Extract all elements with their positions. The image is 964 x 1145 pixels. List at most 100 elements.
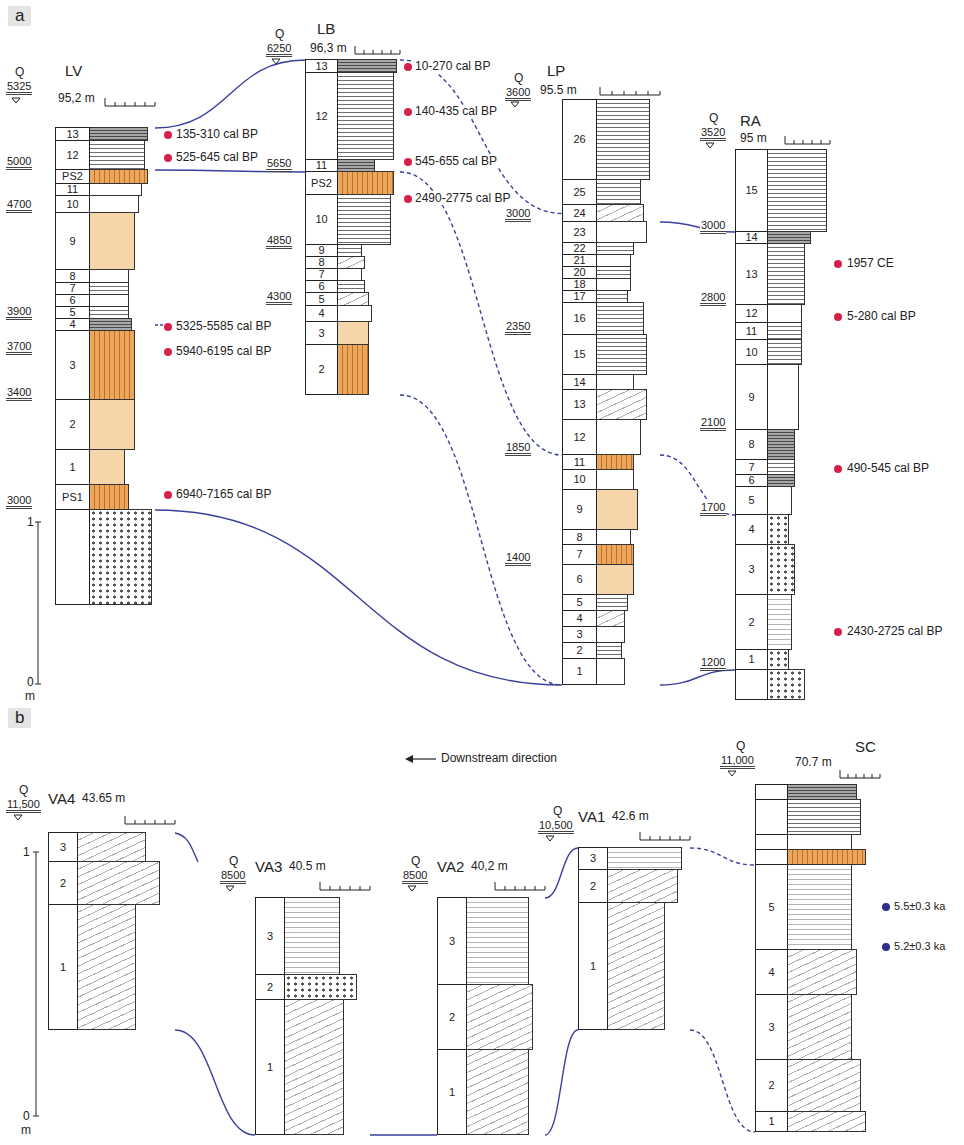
unit-bed: 2: [562, 643, 660, 659]
unit-cell: 25: [562, 179, 597, 205]
unit-bed: 10: [305, 195, 400, 245]
unit-number: 4: [318, 308, 324, 319]
correlation-line: [370, 1134, 437, 1135]
section-name: RA: [740, 112, 761, 129]
unit-bed: 2: [755, 1060, 880, 1112]
lithology-bed: [767, 459, 795, 475]
unit-bed: 3: [562, 627, 660, 643]
sample-dot: [164, 491, 172, 499]
lithology-bed: [755, 835, 880, 850]
elevation: 43.65 m: [82, 792, 125, 806]
scale-bar: [33, 852, 39, 1116]
unit-bed: PS1: [55, 485, 155, 510]
lithology-bed: [607, 902, 665, 1030]
unit-cell: 2: [55, 399, 90, 450]
lithology-bed: [787, 949, 857, 995]
grain-size-ruler: [125, 816, 175, 824]
unit-number: 9: [318, 245, 324, 256]
sample-dot: [404, 63, 412, 71]
scale-label: m: [20, 1124, 32, 1137]
unit-number: 10: [315, 214, 327, 225]
lithology-bed: [767, 544, 795, 595]
unit-bed: 3: [578, 848, 690, 870]
correlation-line: [155, 510, 562, 685]
lithology-bed: [755, 850, 880, 865]
discharge-symbol: Q: [735, 740, 746, 753]
unit-cell: 3: [255, 897, 285, 975]
lithology-bed: [787, 994, 852, 1060]
discharge-value: 1400: [505, 551, 531, 566]
lithology-bed: [596, 99, 650, 180]
unit-number: 16: [573, 313, 585, 324]
unit-number: 2: [590, 881, 596, 892]
lithology-bed: [284, 999, 344, 1135]
unit-number: 8: [576, 532, 582, 543]
unit-bed: 4: [755, 950, 880, 995]
lithology-bed: [89, 169, 148, 184]
unit-bed: 12: [55, 141, 155, 170]
unit-number: 9: [69, 236, 75, 247]
discharge-value: 5000: [6, 155, 32, 170]
unit-number: 21: [573, 255, 585, 266]
lithology-bed: [767, 429, 795, 460]
discharge-value: 5325: [6, 80, 32, 95]
unit-number: 17: [573, 291, 585, 302]
unit-number: 2: [318, 364, 324, 375]
discharge-value: 3000: [6, 494, 32, 509]
unit-cell: 10: [305, 194, 338, 245]
unit-number: 12: [745, 308, 757, 319]
unit-cell: 10: [735, 339, 768, 365]
unit-number: PS2: [62, 171, 83, 182]
unit-number: 11: [67, 184, 78, 195]
unit-cell: 13: [305, 59, 338, 73]
unit-cell: 4: [735, 514, 768, 545]
unit-cell: 9: [55, 212, 90, 270]
panel-letter: a: [8, 6, 31, 26]
unit-number: 13: [66, 129, 78, 140]
lithology-bed: [89, 330, 135, 400]
unit-number: 2: [267, 982, 273, 993]
section-log: VA443.65 m321: [48, 790, 175, 1030]
lithology-bed: [767, 322, 802, 340]
discharge-value: 8500: [220, 869, 246, 884]
unit-number: 1: [449, 1087, 455, 1098]
discharge-value: 1200: [700, 656, 726, 671]
unit-number: 1: [590, 961, 596, 972]
correlation-line: [545, 1030, 578, 1135]
age-label: 5.2±0.3 ka: [893, 940, 946, 953]
direction-label: Downstream direction: [440, 752, 558, 765]
correlation-line: [660, 670, 735, 685]
unit-cell: [755, 799, 788, 835]
unit-cell: 9: [562, 489, 597, 530]
unit-cell: 14: [562, 374, 597, 390]
lithology-bed: [755, 800, 880, 835]
unit-number: 3: [590, 853, 596, 864]
lithology-bed: [337, 305, 372, 322]
lithology-bed: [284, 974, 357, 1000]
lithology-bed: [787, 834, 852, 850]
discharge-value: 3400: [6, 386, 32, 401]
age-label: 2430-2725 cal BP: [846, 625, 943, 638]
correlation-line: [690, 848, 755, 865]
unit-bed: 9: [55, 213, 155, 270]
correlation-line: [175, 1030, 255, 1135]
unit-number: 23: [573, 227, 585, 238]
unit-cell: 12: [55, 140, 90, 170]
unit-cell: 15: [735, 149, 768, 232]
lithology-bed: [466, 1049, 529, 1135]
sample-dot: [834, 260, 842, 268]
sample-dot: [404, 158, 412, 166]
lithology-bed: [596, 489, 638, 530]
grain-size-ruler: [105, 98, 155, 106]
lithology-bed: [89, 269, 129, 283]
unit-cell: 5: [305, 292, 338, 306]
unit-number: 12: [66, 150, 78, 161]
unit-bed: 13: [562, 390, 660, 420]
unit-number: 3: [576, 629, 582, 640]
unit-cell: 1: [437, 1049, 467, 1135]
unit-cell: 3: [578, 847, 608, 870]
lithology-bed: [55, 510, 155, 605]
unit-bed: 2: [255, 975, 370, 1000]
discharge-value: 2100: [700, 416, 726, 431]
